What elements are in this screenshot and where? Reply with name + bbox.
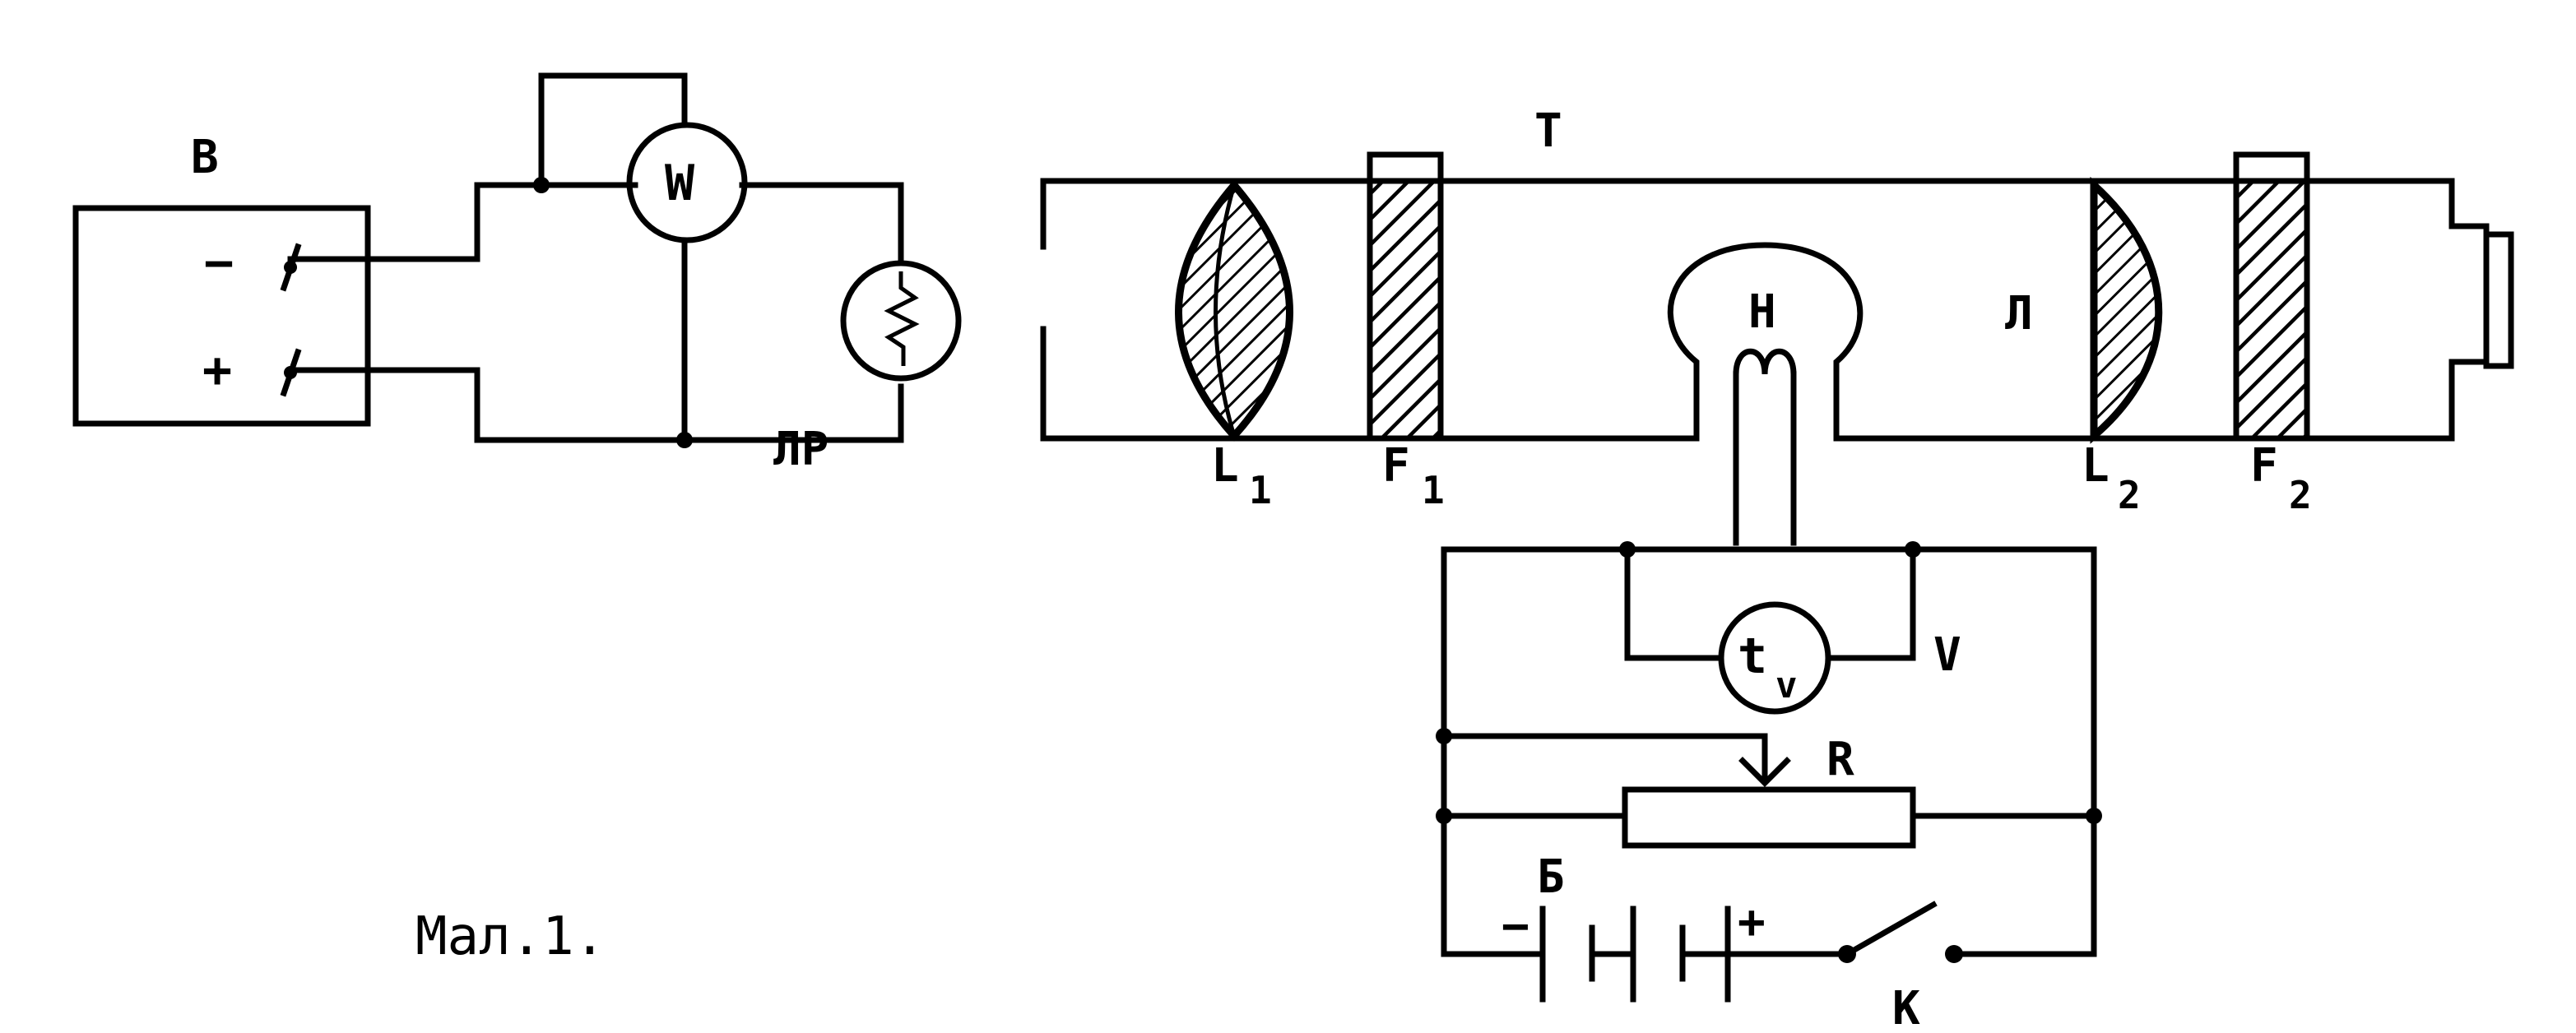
lens1-sub: 1 xyxy=(1249,468,1272,512)
lamp-label: Л xyxy=(2005,287,2033,340)
heater-bulb: H xyxy=(1667,242,1864,546)
wattmeter xyxy=(626,122,748,243)
filter2-sub: 2 xyxy=(2289,473,2312,517)
lamp-ref xyxy=(840,260,962,382)
key-label: K xyxy=(1892,982,1920,1033)
tube-label: T xyxy=(1534,104,1562,158)
lens1-label: L xyxy=(1211,439,1239,493)
lens-l2: L 2 xyxy=(2082,176,2163,517)
power-source: B − + xyxy=(72,131,480,427)
source-minus-label: − xyxy=(204,234,234,292)
source-label: B xyxy=(191,131,219,184)
thermo-sub: v xyxy=(1775,665,1798,706)
rheostat xyxy=(1622,786,1916,849)
filter2-label: F xyxy=(2250,439,2278,493)
lamp-ref-label: ЛР xyxy=(773,423,828,476)
battery-label: Б xyxy=(1537,850,1565,904)
thermo-label: t xyxy=(1738,628,1767,685)
filter1-label: F xyxy=(1382,439,1410,493)
filter-f1: F 1 xyxy=(1367,151,1445,512)
source-plus-label: + xyxy=(202,341,232,399)
wattmeter-circuit: W ЛР xyxy=(474,72,962,476)
lamp-ref-filament xyxy=(884,271,920,366)
filter-f2: F 2 xyxy=(2233,151,2312,517)
figure-caption: Мал.1. xyxy=(415,906,606,967)
thermometer xyxy=(1718,601,1831,715)
battery-minus-label: − xyxy=(1502,900,1529,953)
lens2-label: L xyxy=(2082,439,2110,493)
key-switch xyxy=(1843,901,1938,958)
voltmeter-label: V xyxy=(1933,628,1961,682)
measurement-circuit: t v V R Б − + K xyxy=(1436,541,2102,1033)
rheostat-label: R xyxy=(1826,733,1854,786)
heater-label: H xyxy=(1748,285,1776,339)
filter1-sub: 1 xyxy=(1422,468,1445,512)
battery-plus-label: + xyxy=(1738,896,1766,949)
wattmeter-label: W xyxy=(665,155,695,212)
lens2-sub: 2 xyxy=(2118,473,2141,517)
lens-l1: L 1 xyxy=(1175,179,1293,512)
optical-tube: T xyxy=(1040,104,2514,442)
